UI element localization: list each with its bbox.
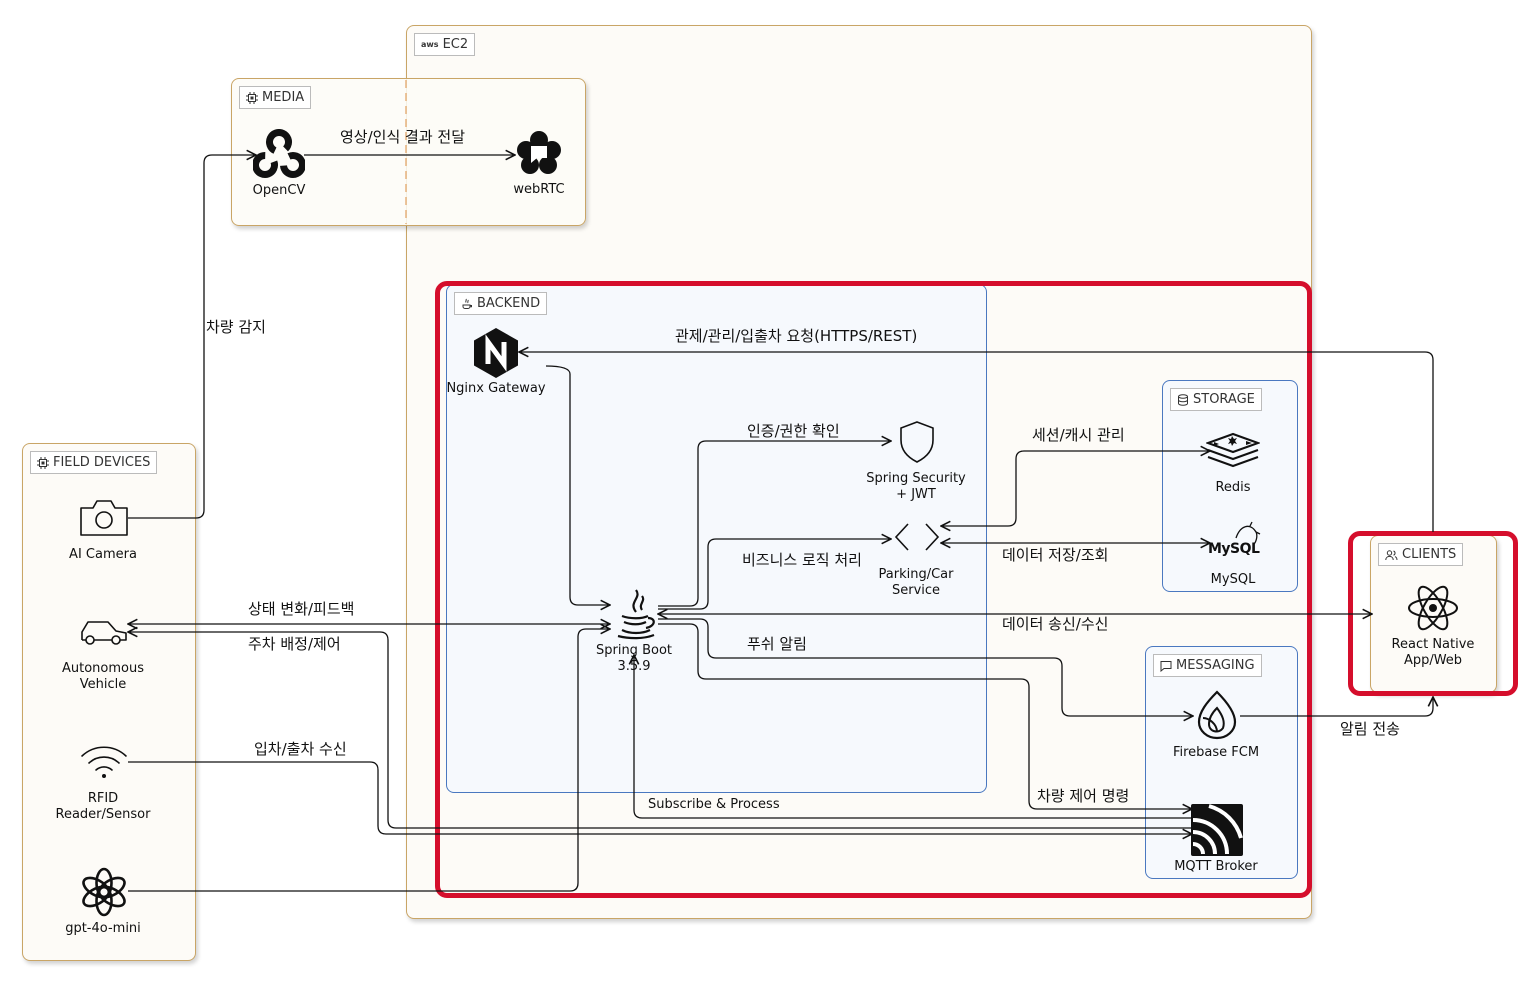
alert-send-label: 알림 전송 (1340, 720, 1400, 738)
spring-security-label-1: Spring Security (866, 471, 966, 486)
chip-icon (37, 456, 49, 469)
vehicle-cmd-label: 차량 제어 명령 (1037, 787, 1130, 805)
mqtt-icon (1191, 804, 1243, 856)
storage-label: STORAGE (1193, 392, 1255, 407)
backend-highlight-frame (435, 281, 1312, 898)
shield-icon (900, 421, 934, 463)
wifi-icon (81, 746, 127, 778)
auth-check-label: 인증/권한 확인 (747, 422, 840, 440)
webrtc-icon (517, 131, 561, 174)
database-icon (1178, 393, 1188, 406)
opencv-label: OpenCV (252, 183, 306, 198)
mysql-logo-icon: MySQL (1206, 520, 1262, 560)
edge-springboot-mqtt (658, 623, 1192, 809)
opencv-icon (253, 129, 305, 178)
nginx-icon (474, 328, 518, 378)
edge-rfid-mqtt (128, 761, 1192, 834)
clients-label: CLIENTS (1402, 547, 1457, 562)
java-icon (617, 589, 655, 640)
aws-icon: aws (421, 40, 439, 49)
messaging-label: MESSAGING (1176, 658, 1255, 673)
car-icon (81, 621, 127, 645)
field-devices-label: FIELD DEVICES (53, 455, 151, 470)
gpt-label: gpt-4o-mini (65, 921, 141, 936)
edge-mqtt-vehicle (128, 632, 1192, 829)
ai-camera-label: AI Camera (69, 547, 137, 562)
data-tx-label: 데이터 송신/수신 (1002, 615, 1109, 633)
edge-springboot-security (658, 441, 891, 607)
react-label-1: React Native (1391, 637, 1475, 652)
camera-icon (80, 500, 128, 536)
push-alert-label: 푸쉬 알림 (747, 635, 807, 653)
state-feedback-label: 상태 변화/피드백 (248, 600, 355, 618)
code-brackets-icon (894, 523, 940, 551)
media-label: MEDIA (262, 90, 305, 105)
field-devices-tag: FIELD DEVICES (30, 451, 158, 474)
backend-label: BACKEND (477, 296, 541, 311)
nginx-label: Nginx Gateway (446, 381, 546, 396)
storage-group: STORAGE (1162, 380, 1298, 592)
parking-service-label-2: Service (891, 583, 941, 598)
parking-assign-label: 주차 배정/제어 (248, 635, 341, 653)
firebase-label: Firebase FCM (1172, 745, 1260, 760)
media-transfer-label: 영상/인식 결과 전달 (340, 128, 465, 146)
control-request-label: 관제/관리/입출차 요청(HTTPS/REST) (675, 327, 918, 345)
ec2-label: EC2 (442, 37, 469, 52)
data-store-label: 데이터 저장/조회 (1002, 546, 1109, 564)
clients-group: CLIENTS (1370, 535, 1497, 693)
subscribe-label: Subscribe & Process (648, 797, 780, 812)
spring-security-label-2: + JWT (896, 487, 936, 502)
edge-springboot-parking (658, 539, 891, 610)
vehicle-label-2: Vehicle (79, 677, 127, 692)
clients-tag: CLIENTS (1378, 543, 1464, 566)
edge-gpt-springboot (128, 629, 610, 892)
spring-boot-label-2: 3.5.9 (617, 659, 651, 674)
redis-label: Redis (1215, 480, 1251, 495)
java-icon (462, 298, 472, 309)
messaging-tag: MESSAGING (1153, 654, 1262, 677)
vehicle-label-1: Autonomous (61, 661, 144, 676)
session-cache-label: 세션/캐시 관리 (1032, 426, 1125, 444)
users-icon (1385, 549, 1398, 560)
media-tag: MEDIA (239, 86, 312, 109)
storage-tag: STORAGE (1170, 388, 1262, 411)
ec2-tag: aws EC2 (414, 33, 476, 56)
parking-service-label-1: Parking/Car (878, 567, 954, 582)
firebase-icon (1197, 690, 1237, 740)
backend-tag: BACKEND (454, 292, 548, 315)
vehicle-detect-label: 차량 감지 (206, 318, 266, 336)
edge-springboot-fcm (658, 618, 1193, 716)
edge-parking-redis (941, 451, 1210, 526)
chip-icon (246, 91, 258, 104)
react-icon (1408, 585, 1458, 631)
edge-camera-opencv (128, 155, 256, 519)
mysql-label: MySQL (1210, 572, 1256, 587)
mqtt-label: MQTT Broker (1174, 859, 1258, 874)
chat-icon (1160, 660, 1172, 672)
redis-icon (1206, 432, 1260, 468)
rfid-label-2: Reader/Sensor (55, 807, 151, 822)
edge-react-nginx (519, 352, 1434, 532)
edge-nginx-springboot (545, 365, 610, 605)
spring-boot-label-1: Spring Boot (595, 643, 672, 658)
entry-exit-label: 입차/출차 수신 (254, 740, 347, 758)
react-label-2: App/Web (1403, 653, 1463, 668)
edge-mqtt-springboot (634, 655, 1192, 819)
rfid-label-1: RFID (87, 791, 119, 806)
mysql-logo-text: MySQL (1208, 541, 1260, 557)
business-logic-label: 비즈니스 로직 처리 (742, 551, 862, 569)
webrtc-label: webRTC (513, 182, 565, 197)
openai-icon (82, 867, 126, 917)
edge-fcm-react (1240, 697, 1433, 717)
